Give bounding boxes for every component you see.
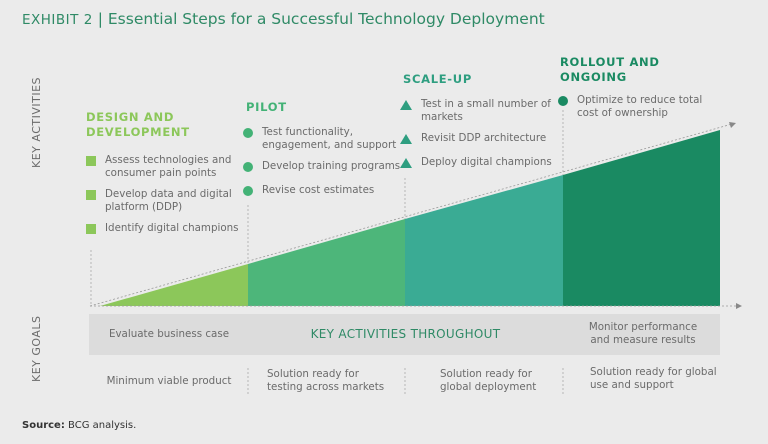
list-item: Revisit DDP architecture: [421, 132, 547, 144]
segment-pilot: [248, 219, 405, 306]
key-activities-label: KEY ACTIVITIES: [30, 76, 43, 168]
list-item: Optimize to reduce total cost of ownersh…: [577, 94, 703, 119]
triangle-bullet-icon: [400, 134, 412, 144]
circle-bullet-icon: [558, 96, 568, 106]
list-item: Develop data and digital platform (DDP): [105, 188, 232, 213]
phase-design-title: DESIGN AND DEVELOPMENT: [86, 110, 190, 139]
list-item: Assess technologies and consumer pain po…: [105, 154, 232, 179]
exhibit-number: EXHIBIT 2: [22, 12, 93, 28]
baseline-arrow-head: [736, 303, 742, 309]
circle-bullet-icon: [243, 128, 253, 138]
list-item: Develop training programs: [262, 160, 401, 172]
square-bullet-icon: [86, 224, 96, 234]
segment-rollout: [563, 130, 720, 306]
phase-dividers: [90, 110, 564, 396]
square-bullet-icon: [86, 156, 96, 166]
source-label: Source:: [22, 420, 65, 431]
list-item: Revise cost estimates: [262, 184, 375, 196]
key-activities-band: [89, 314, 720, 355]
triangle-bullet-icon: [400, 100, 412, 110]
goal-4: Solution ready for global use and suppor…: [590, 366, 717, 391]
phase-rollout-title: ROLLOUT AND ONGOING: [560, 55, 660, 84]
goal-3: Solution ready for global deployment: [440, 368, 537, 393]
band-left-text: Evaluate business case: [108, 328, 230, 340]
rollout-items: Optimize to reduce total cost of ownersh…: [558, 94, 718, 120]
diagonal-arrow-head: [729, 122, 736, 128]
circle-bullet-icon: [243, 162, 253, 172]
band-right-text: Monitor performance and measure results: [588, 321, 698, 346]
design-items: Assess technologies and consumer pain po…: [86, 154, 246, 235]
square-bullet-icon: [86, 190, 96, 200]
triangle-bullet-icon: [400, 158, 412, 168]
goal-1: Minimum viable product: [106, 375, 232, 387]
pilot-items: Test functionality, engagement, and supp…: [243, 126, 403, 197]
source-note: Source: BCG analysis.: [22, 420, 136, 431]
goal-2: Solution ready for testing across market…: [267, 368, 385, 393]
exhibit-title: EXHIBIT 2 | Essential Steps for a Succes…: [22, 10, 545, 28]
band-center-text: KEY ACTIVITIES THROUGHOUT: [310, 327, 501, 341]
phase-pilot-title: PILOT: [246, 100, 287, 114]
key-goals-label: KEY GOALS: [30, 315, 43, 382]
scaleup-items: Test in a small number of markets Revisi…: [400, 98, 560, 169]
diagonal-arrow-line: [89, 123, 733, 307]
title-text: Essential Steps for a Successful Technol…: [107, 10, 545, 28]
source-text: BCG analysis.: [68, 420, 137, 431]
title-separator: |: [97, 10, 103, 28]
list-item: Test in a small number of markets: [421, 98, 551, 123]
list-item: Deploy digital champions: [421, 156, 552, 168]
segment-design: [100, 264, 248, 306]
segment-scaleup: [405, 175, 563, 306]
list-item: Identify digital champions: [105, 222, 239, 234]
list-item: Test functionality, engagement, and supp…: [262, 126, 397, 151]
phase-scaleup-title: SCALE-UP: [403, 72, 472, 86]
circle-bullet-icon: [243, 186, 253, 196]
